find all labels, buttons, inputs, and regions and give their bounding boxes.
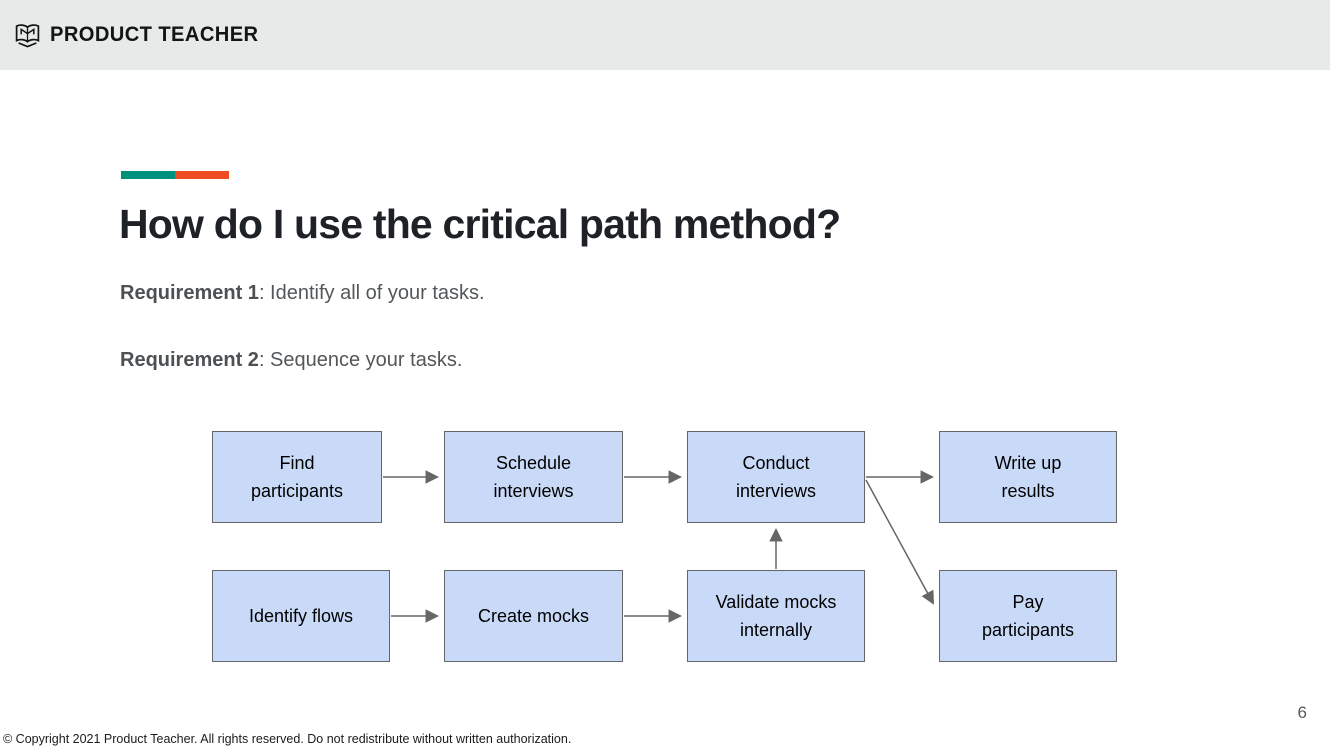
brand-wordmark: PRODUCT TEACHER: [50, 23, 259, 46]
flow-node-identify-flows: Identify flows: [212, 570, 390, 662]
edge-conduct-to-pay: [865, 479, 934, 605]
requirement-1-line: Requirement 1: Identify all of your task…: [120, 282, 485, 305]
requirement-2-label: Requirement 2: [120, 349, 259, 371]
page-number: 6: [1297, 703, 1307, 722]
requirement-1-label: Requirement 1: [120, 282, 259, 304]
flow-node-schedule-interviews: Schedule interviews: [444, 431, 623, 523]
accent-orange-segment: [175, 171, 229, 179]
requirement-2-line: Requirement 2: Sequence your tasks.: [120, 349, 462, 372]
title-accent-bar: [121, 171, 229, 179]
requirement-1-text: : Identify all of your tasks.: [258, 282, 485, 304]
copyright-note: © Copyright 2021 Product Teacher. All ri…: [3, 732, 572, 746]
header-bar: PRODUCT TEACHER: [0, 0, 1330, 70]
accent-teal-segment: [121, 171, 175, 179]
flow-node-conduct-interviews: Conduct interviews: [687, 431, 865, 523]
flow-node-pay-participants: Pay participants: [939, 570, 1117, 662]
flow-node-find-participants: Find participants: [212, 431, 382, 523]
page-title: How do I use the critical path method?: [119, 201, 841, 247]
flow-node-validate-mocks-internally: Validate mocks internally: [687, 570, 865, 662]
requirement-2-text: : Sequence your tasks.: [258, 349, 463, 371]
open-book-icon: [14, 22, 41, 48]
flow-node-write-up-results: Write up results: [939, 431, 1117, 523]
flow-node-create-mocks: Create mocks: [444, 570, 623, 662]
